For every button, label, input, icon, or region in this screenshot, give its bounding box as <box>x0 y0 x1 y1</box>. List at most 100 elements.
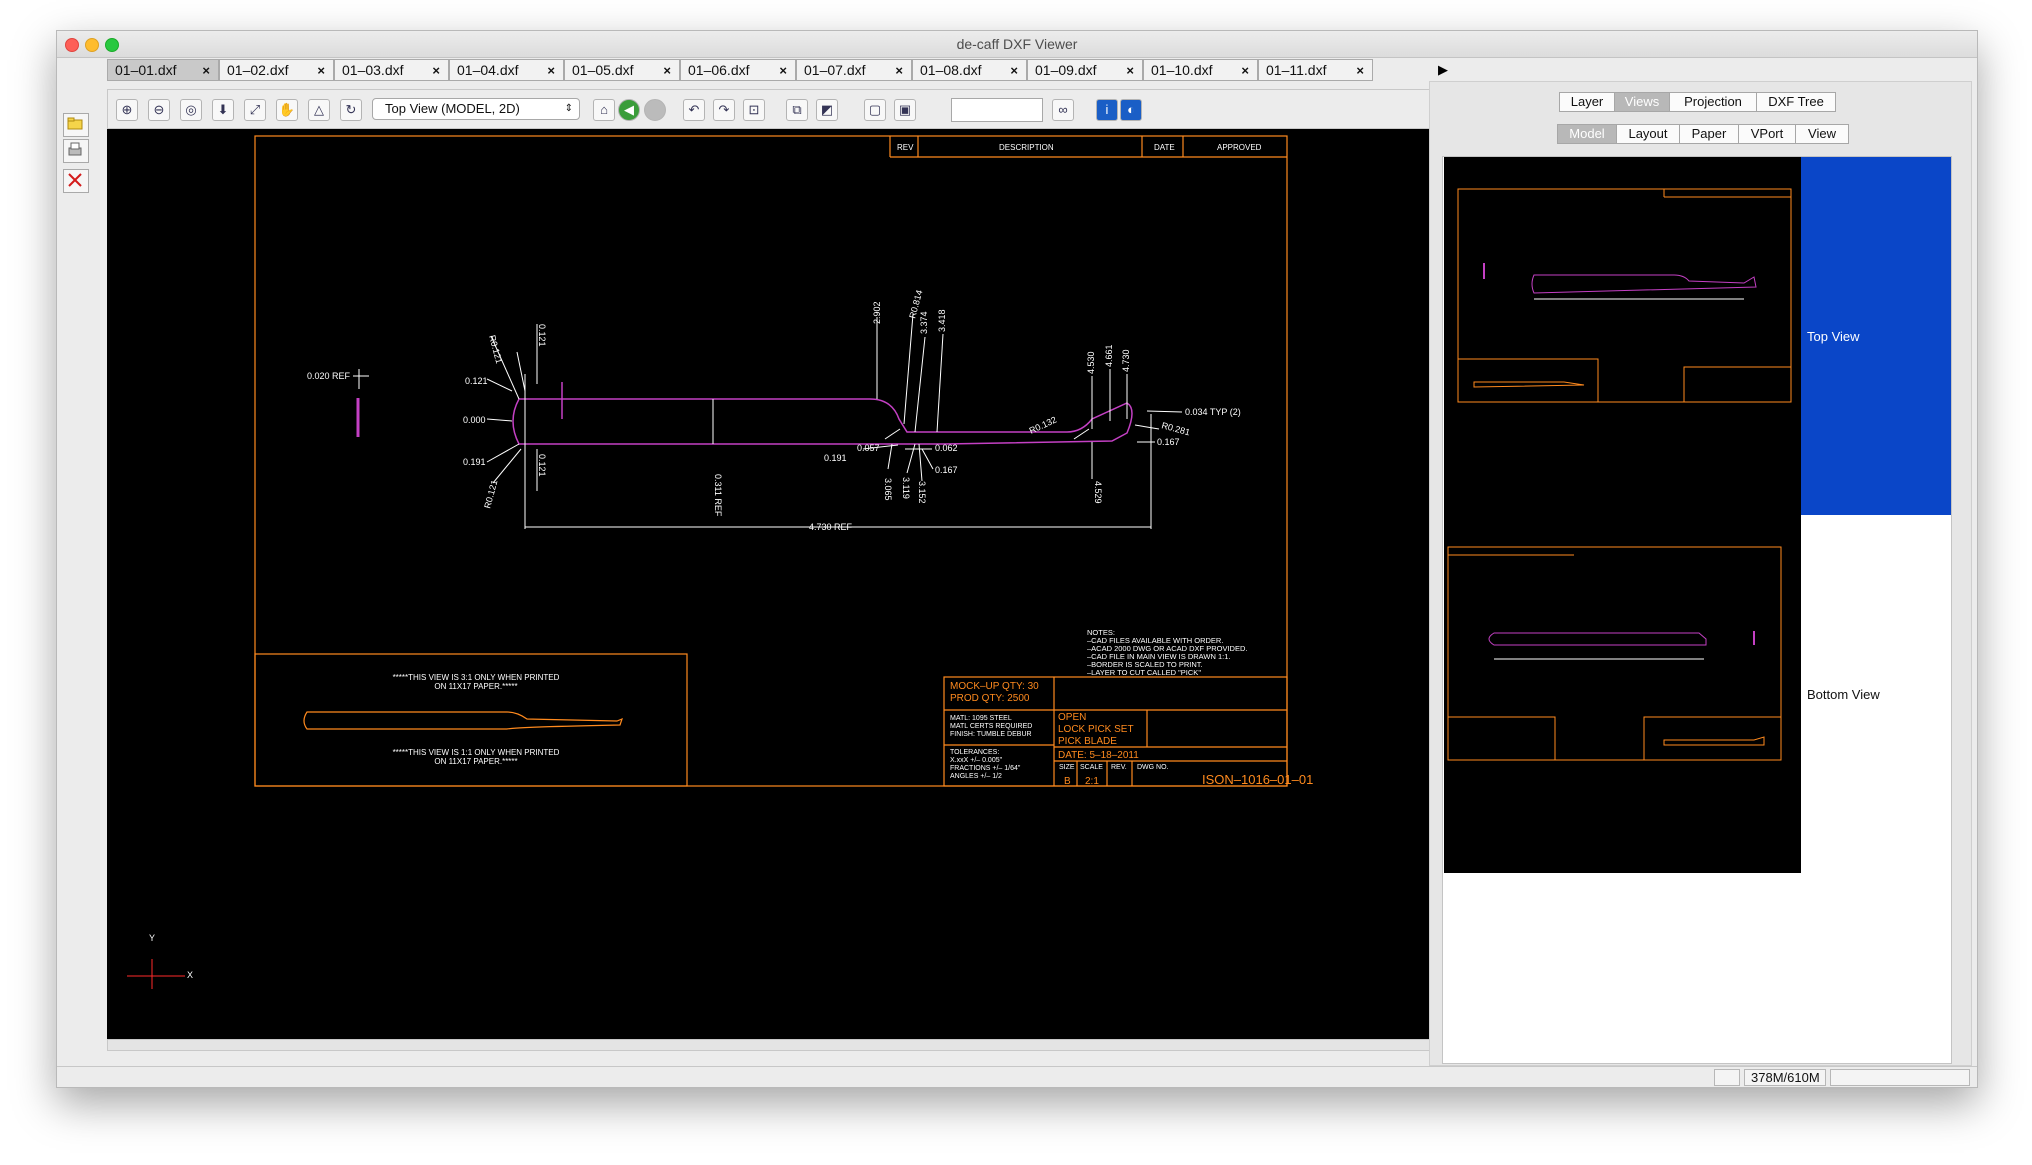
select-icon[interactable]: ◩ <box>816 99 838 121</box>
tab-close-icon[interactable]: × <box>1010 63 1018 78</box>
redo-icon[interactable]: ↻ <box>340 99 362 121</box>
view-item-top[interactable]: Top View <box>1444 157 1951 515</box>
tab-layer[interactable]: Layer <box>1559 92 1615 112</box>
tab-close-icon[interactable]: × <box>779 63 787 78</box>
tab-01-08[interactable]: 01–08.dxf× <box>912 59 1027 81</box>
home-icon[interactable]: ⌂ <box>593 99 615 121</box>
sheet-scale: 2:1 <box>1085 776 1099 787</box>
layers-icon[interactable]: ⧉ <box>786 99 808 121</box>
rev-table-text: REV DESCRIPTION DATE APPROVED <box>897 143 1262 152</box>
view-select[interactable]: Top View (MODEL, 2D) ⇕ <box>372 98 580 120</box>
tab-01-11[interactable]: 01–11.dxf × <box>1258 59 1373 81</box>
tab-01-04[interactable]: 01–04.dxf× <box>449 59 564 81</box>
open-file-button[interactable] <box>63 113 89 137</box>
tab-dxf-tree[interactable]: DXF Tree <box>1756 92 1836 112</box>
rotate-left-icon[interactable]: ↶ <box>683 99 705 121</box>
note-line: –CAD FILES AVAILABLE WITH ORDER. <box>1087 636 1223 645</box>
tab-vport[interactable]: VPort <box>1738 124 1796 144</box>
dim-0062: 0.062 <box>935 443 958 453</box>
thumbnail-drawing <box>1447 546 1782 761</box>
tab-01-01[interactable]: 01–01.dxf× <box>107 59 219 81</box>
canvas-horizontal-scrollbar[interactable] <box>107 1039 1453 1051</box>
zoom-extents-icon[interactable]: ⤢ <box>244 99 266 121</box>
ucs-axis-icon: Y X <box>127 933 193 989</box>
view-item-bottom[interactable]: Bottom View <box>1444 515 1951 873</box>
tab-01-02[interactable]: 01–02.dxf× <box>219 59 334 81</box>
tab-01-03[interactable]: 01–03.dxf × <box>334 59 449 81</box>
binoculars-icon[interactable]: ∞ <box>1052 99 1074 121</box>
print-button[interactable] <box>63 139 89 163</box>
dim-0167-a: 0.167 <box>935 465 958 475</box>
zoom-window-icon[interactable]: ◎ <box>180 99 202 121</box>
tab-close-icon[interactable]: × <box>1356 63 1364 78</box>
properties-icon[interactable]: ◐ <box>1120 99 1142 121</box>
stop-icon[interactable] <box>644 99 666 121</box>
dim-r0121-b: R0.121 <box>482 479 499 510</box>
tab-view[interactable]: View <box>1795 124 1849 144</box>
zoom-in-icon[interactable]: ⊕ <box>116 99 138 121</box>
3d-box-icon[interactable]: ▣ <box>894 99 916 121</box>
dim-r0121-a: R0.121 <box>487 334 504 365</box>
tab-layout[interactable]: Layout <box>1616 124 1680 144</box>
print-note-line: ON 11X17 PAPER.***** <box>434 682 517 691</box>
note-line: NOTES: <box>1087 628 1115 637</box>
drawing-canvas[interactable]: REV DESCRIPTION DATE APPROVED <box>107 129 1453 1039</box>
info-icon[interactable]: i <box>1096 99 1118 121</box>
dim-4530: 4.530 <box>1086 351 1096 374</box>
tab-close-icon[interactable]: × <box>895 63 903 78</box>
tab-01-09[interactable]: 01–09.dxf × <box>1027 59 1143 81</box>
tab-scroll-right-icon[interactable]: ▶ <box>1438 62 1448 77</box>
tab-projection[interactable]: Projection <box>1669 92 1757 112</box>
tab-label: 01–11.dxf <box>1266 62 1327 78</box>
tab-close-icon[interactable]: × <box>432 63 440 78</box>
progress-bar <box>1830 1069 1970 1086</box>
dim-0121-c: 0.121 <box>537 454 547 477</box>
frame-icon[interactable]: ▢ <box>864 99 886 121</box>
dim-3119: 3.119 <box>901 477 911 499</box>
fit-icon[interactable]: ⊡ <box>743 99 765 121</box>
hand-pan-icon[interactable]: ✋ <box>276 99 298 121</box>
sheet-size: B <box>1064 776 1071 787</box>
tab-label: 01–10.dxf <box>1151 62 1213 78</box>
dwg-no-label: DWG NO. <box>1137 764 1169 771</box>
tab-close-icon[interactable]: × <box>547 63 555 78</box>
tab-model[interactable]: Model <box>1557 124 1617 144</box>
tab-close-icon[interactable]: × <box>1126 63 1134 78</box>
split-pane-divider[interactable] <box>1409 59 1423 1059</box>
tab-close-icon[interactable]: × <box>1241 63 1249 78</box>
finish: FINISH: TUMBLE DEBUR <box>950 731 1032 738</box>
tab-01-07[interactable]: 01–07.dxf× <box>796 59 912 81</box>
zoom-out-icon[interactable]: ⊖ <box>148 99 170 121</box>
tab-label: 01–03.dxf <box>342 62 404 78</box>
app-window: de-caff DXF Viewer 01–01.dxf× 01–02.dxf×… <box>56 30 1978 1088</box>
minimize-window-button[interactable] <box>85 38 99 52</box>
title-block-small-text: MATL: 1095 STEEL MATL CERTS REQUIRED FIN… <box>950 715 1169 780</box>
tab-01-06[interactable]: 01–06.dxf× <box>680 59 796 81</box>
dim-r0281: R0.281 <box>1160 420 1191 437</box>
tab-close-icon[interactable]: × <box>202 63 210 78</box>
tab-01-05[interactable]: 01–05.dxf× <box>564 59 680 81</box>
title-bar: de-caff DXF Viewer <box>57 31 1977 58</box>
tab-close-icon[interactable]: × <box>663 63 671 78</box>
zoom-window-button[interactable] <box>105 38 119 52</box>
view-select-value: Top View (MODEL, 2D) <box>385 101 520 116</box>
file-tab-bar: 01–01.dxf× 01–02.dxf× 01–03.dxf × 01–04.d… <box>107 59 1461 81</box>
back-icon[interactable]: ◀ <box>618 99 640 121</box>
tab-01-10[interactable]: 01–10.dxf × <box>1143 59 1258 81</box>
rotate-right-icon[interactable]: ↷ <box>713 99 735 121</box>
tab-views[interactable]: Views <box>1614 92 1670 112</box>
drawing-date: DATE: 5–18–2011 <box>1058 750 1139 761</box>
search-field[interactable] <box>951 98 1043 122</box>
select-arrows-icon: ⇕ <box>564 103 573 114</box>
part-name-line: LOCK PICK SET <box>1058 724 1134 735</box>
print-note-line: *****THIS VIEW IS 3:1 ONLY WHEN PRINTED <box>393 673 560 682</box>
tab-paper[interactable]: Paper <box>1679 124 1739 144</box>
tab-close-icon[interactable]: × <box>317 63 325 78</box>
close-window-button[interactable] <box>65 38 79 52</box>
close-file-button[interactable] <box>63 169 89 193</box>
tab-label: 01–09.dxf <box>1035 62 1097 78</box>
dim-0020-ref: 0.020 REF <box>307 371 351 381</box>
view-label: Top View <box>1807 328 1860 344</box>
pan-down-icon[interactable]: ⬇ <box>212 99 234 121</box>
measure-icon[interactable]: △ <box>308 99 330 121</box>
